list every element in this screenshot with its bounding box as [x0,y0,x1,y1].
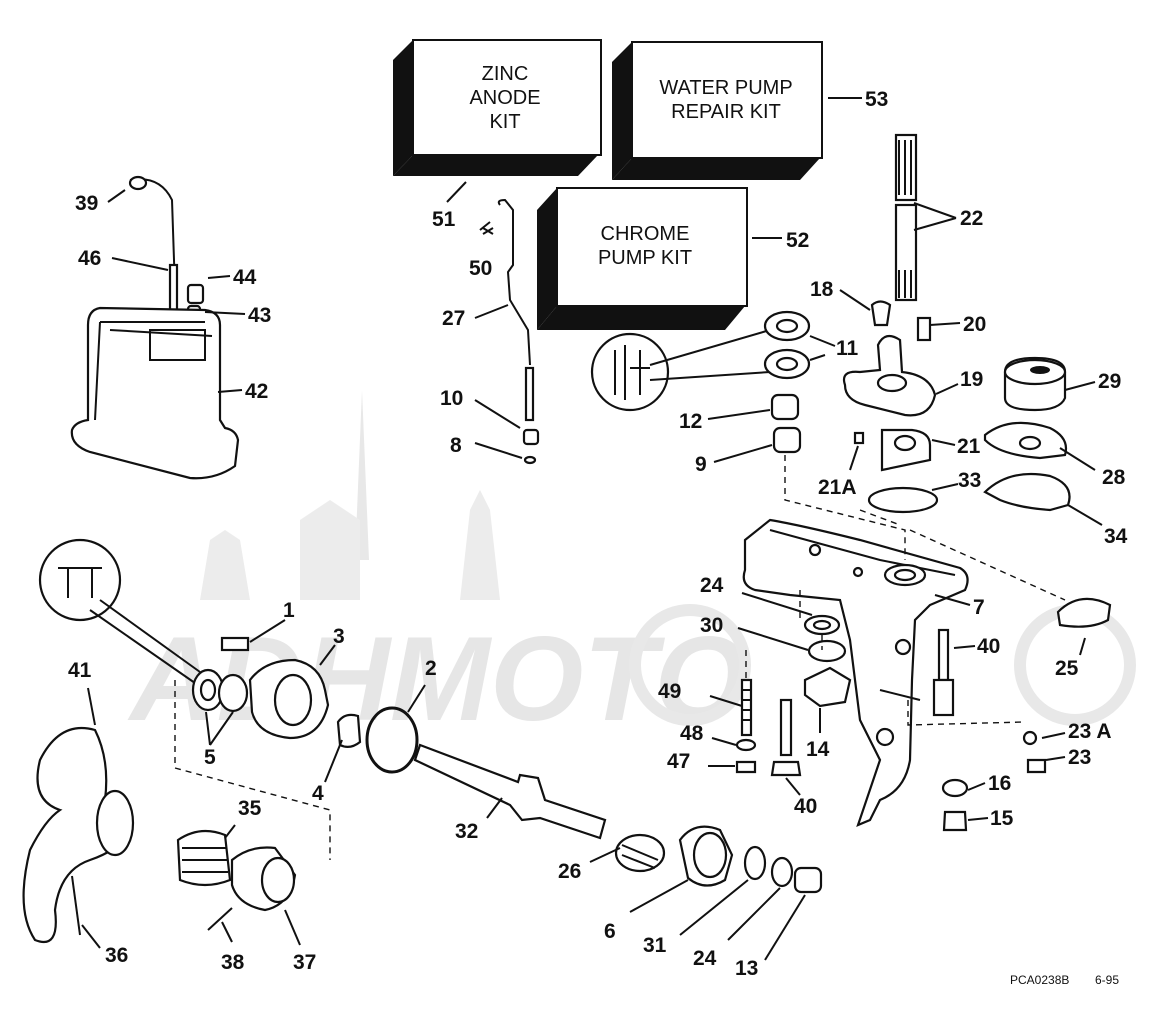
label-19: 19 [960,368,983,391]
label-26: 26 [558,860,581,883]
label-29: 29 [1098,370,1121,393]
label-12: 12 [679,410,702,433]
drain-plugs [941,730,1047,832]
label-9: 9 [695,453,707,476]
seal-detail-inset-lower [38,538,206,691]
propeller [22,726,135,943]
label-39: 39 [75,192,98,215]
label-23: 23 [1068,746,1091,769]
label-1: 1 [283,599,295,622]
figure-code: PCA0238B 6-95 [1010,973,1119,987]
anode-trim-tab [1056,597,1112,628]
water-pump-repair-kit-box: WATER PUMP REPAIR KIT [612,41,823,180]
label-40-lower: 40 [794,795,817,818]
label-43: 43 [248,304,271,327]
label-7: 7 [973,596,985,619]
gearcase-housing [742,518,969,827]
label-46: 46 [78,247,101,270]
label-13: 13 [735,957,758,980]
label-53: 53 [865,88,888,111]
label-18: 18 [810,278,834,301]
label-49: 49 [658,680,681,703]
part-numbers: 51 53 52 39 46 44 43 42 50 27 10 8 22 18… [68,88,1128,980]
propeller-shaft [413,743,607,840]
label-32: 32 [455,820,478,843]
label-28: 28 [1102,466,1126,489]
bearings-group [763,310,811,454]
label-33: 33 [958,469,981,492]
label-35: 35 [238,797,262,820]
label-38: 38 [221,951,245,974]
bearing-carrier-group [191,636,419,774]
label-3: 3 [333,625,345,648]
bolts-40 [770,628,955,777]
label-40-upper: 40 [977,635,1000,658]
figure-date-text: 6-95 [1095,973,1119,987]
water-pump-housing [842,300,937,417]
pump-plate-gaskets [867,421,1071,514]
label-2: 2 [425,657,437,680]
label-27: 27 [442,307,465,330]
zinc-kit-line3: KIT [489,111,520,133]
dashed-guides [174,455,1066,860]
label-41: 41 [68,659,92,682]
impeller-housing [1003,356,1067,412]
label-47: 47 [667,750,690,773]
shift-rod-assembly [482,198,540,465]
label-11: 11 [836,337,859,360]
water-kit-line1: WATER PUMP [659,77,792,99]
seal-detail-inset [590,329,771,412]
zinc-anode-kit-box: ZINC ANODE KIT [393,39,602,176]
label-37: 37 [293,951,316,974]
water-kit-line2: REPAIR KIT [671,101,781,123]
chrome-pump-kit-box: CHROME PUMP KIT [537,187,748,330]
label-4: 4 [312,782,324,805]
zinc-kit-line2: ANODE [469,87,540,109]
label-25: 25 [1055,657,1079,680]
gear-and-clutch [614,825,823,894]
label-50: 50 [469,257,492,280]
label-24-lower: 24 [693,947,717,970]
leader-lines [81,97,1103,961]
label-20: 20 [963,313,986,336]
label-21: 21 [957,435,981,458]
label-31: 31 [643,934,667,957]
label-48: 48 [680,722,704,745]
label-21a: 21A [818,476,857,499]
impeller [853,428,932,472]
label-5: 5 [204,746,216,769]
label-14: 14 [806,738,830,761]
figure-code-text: PCA0238B [1010,973,1069,987]
chrome-kit-line1: CHROME [601,223,690,245]
label-44: 44 [233,266,257,289]
label-34: 34 [1104,525,1128,548]
label-30: 30 [700,614,723,637]
label-16: 16 [988,772,1011,795]
propeller-hub-parts [176,829,297,931]
label-36: 36 [105,944,128,967]
zinc-kit-line1: ZINC [482,63,529,85]
label-52: 52 [786,229,809,252]
chrome-kit-line2: PUMP KIT [598,247,692,269]
exhaust-housing-assembly [70,175,240,480]
label-42: 42 [245,380,268,403]
label-8: 8 [450,434,462,457]
label-15: 15 [990,807,1014,830]
label-23a: 23 A [1068,720,1112,743]
shift-parts-cluster [735,614,852,774]
label-6: 6 [604,920,616,943]
label-10: 10 [440,387,463,410]
driveshaft [894,133,918,302]
label-24-upper: 24 [700,574,724,597]
label-51: 51 [432,208,456,231]
label-22: 22 [960,207,983,230]
